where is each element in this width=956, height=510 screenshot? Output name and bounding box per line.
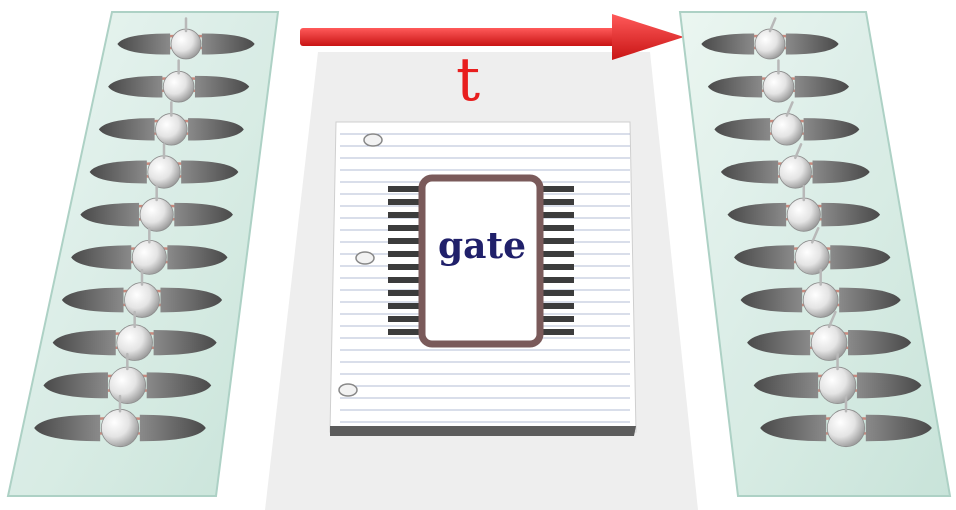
ion-sphere: [117, 325, 153, 361]
right-qubit-register: [680, 12, 950, 496]
ion-sphere: [125, 283, 160, 318]
ion-sphere: [755, 29, 785, 59]
ion-sphere: [771, 114, 803, 146]
ion-sphere: [148, 156, 180, 188]
ion-sphere: [779, 156, 811, 188]
gate-label: gate: [438, 225, 526, 267]
ion-sphere: [819, 367, 856, 404]
ion-sphere: [763, 71, 794, 102]
ion-sphere: [109, 367, 146, 404]
ion-sphere: [803, 283, 838, 318]
time-arrow-label: t: [456, 45, 480, 115]
ion-sphere: [827, 409, 864, 446]
ion-sphere: [171, 29, 201, 59]
punch-hole: [364, 134, 382, 146]
ion-sphere: [795, 240, 829, 274]
punch-hole: [356, 252, 374, 264]
ion-sphere: [132, 240, 166, 274]
ion-sphere: [811, 325, 847, 361]
punch-hole: [339, 384, 357, 396]
ion-sphere: [101, 409, 138, 446]
ion-sphere: [163, 71, 194, 102]
ion-sphere: [140, 198, 173, 231]
ion-sphere: [156, 114, 188, 146]
left-qubit-register: [8, 12, 278, 496]
ion-sphere: [787, 198, 820, 231]
